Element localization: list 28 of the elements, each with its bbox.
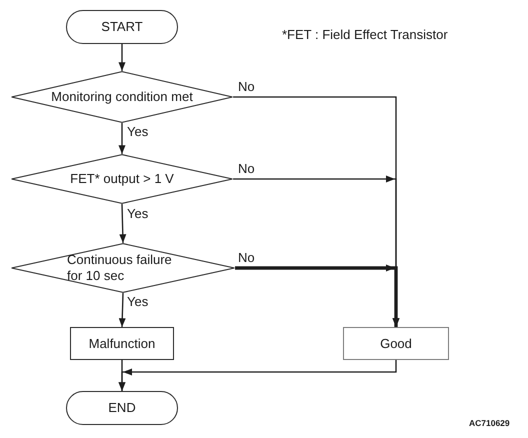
decision-diamond — [11, 243, 235, 293]
flow-arrow — [118, 44, 126, 71]
flow-arrow — [118, 123, 126, 154]
edge-label: No — [238, 80, 255, 94]
flow-arrow — [235, 264, 400, 327]
process-label: Malfunction — [88, 336, 156, 352]
edge-label: Yes — [127, 207, 148, 221]
figure-code: AC710629 — [469, 418, 510, 428]
flow-arrow — [119, 204, 126, 244]
decision-diamond — [11, 71, 233, 123]
edge-label: No — [238, 162, 255, 176]
edge-label: Yes — [127, 125, 148, 139]
terminal-shape — [66, 10, 178, 44]
decision-label: Monitoring condition met — [51, 89, 193, 105]
process-box — [70, 327, 174, 360]
terminal-label: START — [101, 19, 143, 35]
flow-arrow — [118, 360, 397, 391]
process-label: Good — [380, 336, 412, 352]
footnote-text: *FET : Field Effect Transistor — [282, 27, 448, 43]
process-box — [343, 327, 449, 360]
terminal-shape — [66, 391, 178, 425]
edge-label: Yes — [127, 295, 148, 309]
decision-label: FET* output > 1 V — [70, 171, 174, 187]
terminal-label: END — [108, 400, 136, 416]
edge-label: No — [238, 251, 255, 265]
flow-arrow — [118, 292, 126, 328]
decision-label: Continuous failure for 10 sec — [67, 252, 173, 284]
decision-diamond — [11, 154, 233, 204]
